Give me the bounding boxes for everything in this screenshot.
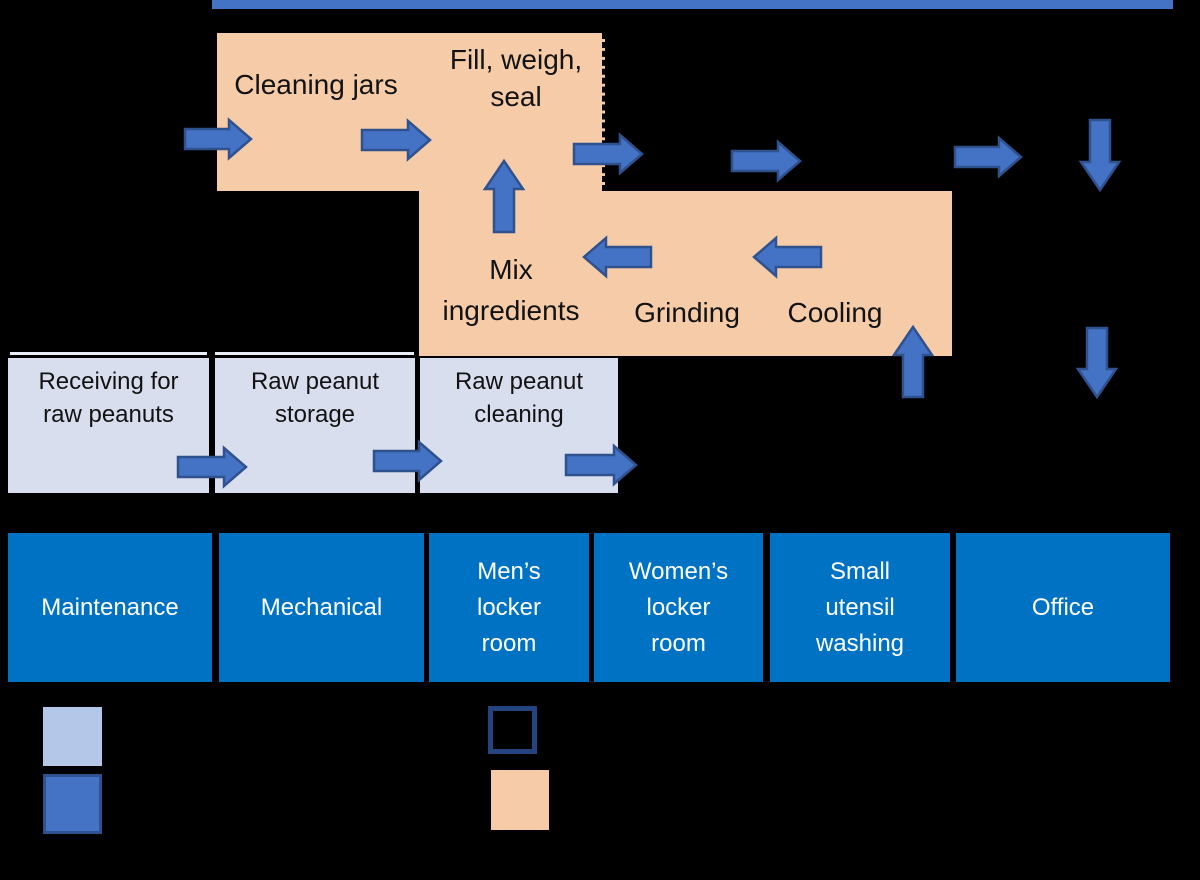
raw-box-top-highlight-1 <box>10 352 207 355</box>
room-mechanical: Mechanical <box>219 533 424 682</box>
legend-light-blue-swatch <box>43 707 102 766</box>
label-fill-weigh-seal: Fill, weigh, seal <box>426 41 606 115</box>
box-receiving-line2: raw peanuts <box>43 401 174 428</box>
room-mens-locker: Men’s locker room <box>429 533 589 682</box>
box-raw-peanut-cleaning: Raw peanut cleaning <box>420 358 618 493</box>
label-cooling: Cooling <box>787 297 883 328</box>
room-womens-locker-line2: locker <box>646 593 711 621</box>
packaging-area-region <box>217 33 605 191</box>
box-raw-peanut-storage: Raw peanut storage <box>215 358 415 493</box>
label-mix-line2: ingredients <box>442 295 580 326</box>
box-cleaning-line2: cleaning <box>474 401 564 428</box>
label-mix-line1: Mix <box>489 254 533 285</box>
room-small-utensil-washing: Small utensil washing <box>770 533 950 682</box>
legend-peach-swatch <box>491 770 549 830</box>
arrow-down-icon <box>1078 118 1122 193</box>
room-womens-locker-line1: Women’s <box>628 557 729 585</box>
room-mens-locker-line1: Men’s <box>477 557 541 585</box>
room-maintenance: Maintenance <box>8 533 212 682</box>
room-womens-locker-line3: room <box>651 629 706 657</box>
room-mens-locker-line2: locker <box>476 593 542 621</box>
room-office: Office <box>956 533 1170 682</box>
room-maintenance-label: Maintenance <box>41 593 179 621</box>
legend-royal-blue-swatch <box>43 774 102 834</box>
room-womens-locker: Women’s locker room <box>594 533 763 682</box>
room-mechanical-label: Mechanical <box>260 593 383 621</box>
room-office-label: Office <box>1031 593 1095 621</box>
arrow-down-icon <box>1075 326 1119 400</box>
legend-outline-swatch <box>488 706 537 754</box>
box-receiving-raw-peanuts: Receiving for raw peanuts <box>8 358 209 493</box>
raw-box-top-highlight-2 <box>215 352 414 355</box>
room-small-utensil-line3: washing <box>815 629 905 657</box>
room-small-utensil-line1: Small <box>829 557 890 585</box>
box-cleaning-line1: Raw peanut <box>454 368 584 395</box>
label-mix-ingredients: Mix ingredients <box>411 249 611 331</box>
label-fill-weigh-seal-line1: Fill, weigh, <box>449 44 583 75</box>
arrow-right-icon <box>730 139 802 183</box>
box-receiving-line1: Receiving for <box>38 368 179 395</box>
arrow-right-icon <box>953 135 1023 179</box>
box-storage-line2: storage <box>274 401 356 428</box>
top-divider-bar <box>212 0 1173 9</box>
label-cleaning-jars: Cleaning jars <box>234 69 398 100</box>
label-fill-weigh-seal-line2: seal <box>490 81 542 112</box>
box-storage-line1: Raw peanut <box>250 368 380 395</box>
room-mens-locker-line3: room <box>481 629 537 657</box>
label-grinding: Grinding <box>634 297 740 328</box>
room-small-utensil-line2: utensil <box>825 593 895 621</box>
